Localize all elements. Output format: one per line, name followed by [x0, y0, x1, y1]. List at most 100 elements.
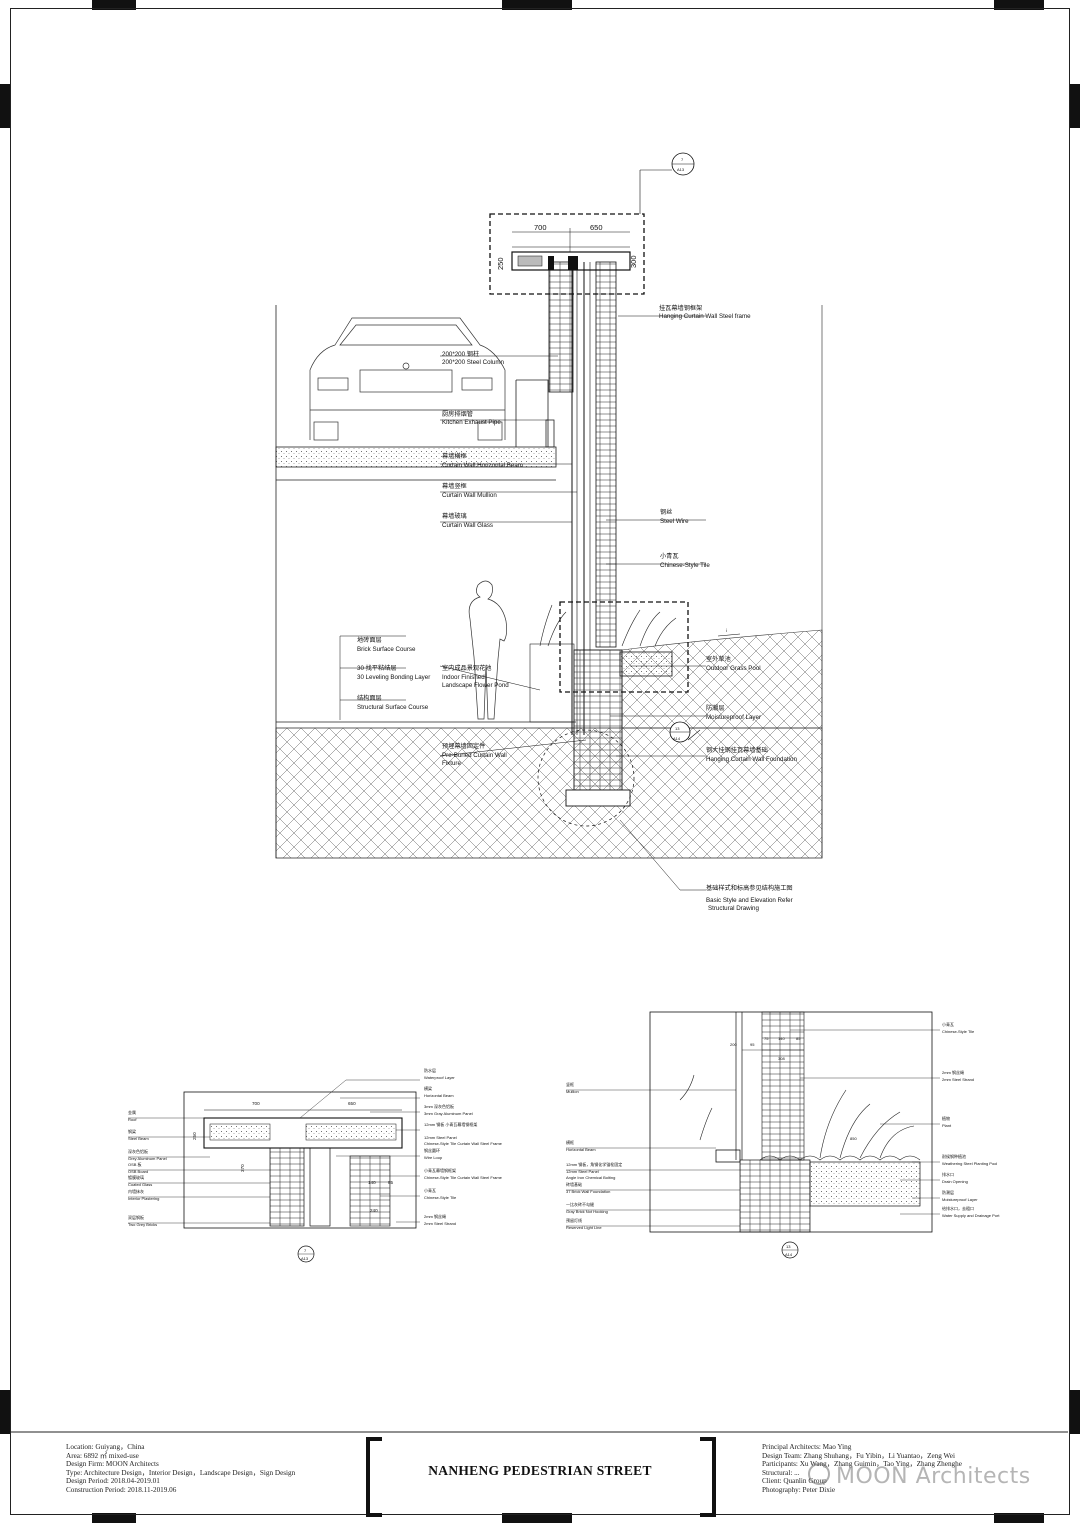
label-en: OSB Board [128, 1169, 148, 1174]
dim-650: 650 [348, 1101, 356, 1106]
label-cn: 排水口 [942, 1171, 954, 1177]
label-cn: 钢大挂钢挂瓦幕墙基础 [706, 746, 768, 754]
info-construction-period: Construction Period: 2018.11-2019.06 [66, 1485, 177, 1494]
corner-mark-bottom-left [92, 1513, 136, 1523]
label-en: Fixture [442, 760, 461, 767]
label-en: Moistureproof Layer [942, 1197, 978, 1202]
label-cn: 深灰色铝板 [128, 1148, 148, 1154]
label-cn: 小青瓦 [942, 1021, 954, 1027]
dim-75: 75 [764, 1036, 769, 1041]
label-cn: 厨房排烟管 [442, 410, 473, 418]
label-en: 12mm Steel Panel [566, 1169, 599, 1174]
info-type: Type: Architecture Design，Interior Desig… [66, 1468, 296, 1477]
label-cn: 室外草池 [706, 655, 731, 663]
callout-right-num: 13 [786, 1244, 791, 1249]
detail-left-labels: 金属 Roof 钢梁 Steel Beam 深灰色铝板 Grey Aluminu… [128, 1067, 503, 1227]
project-info-right: Principal Architects: Mao Ying Design Te… [762, 1443, 962, 1495]
label-en: Curtain Wall Mullion [442, 492, 497, 499]
ground-hatch [275, 727, 823, 859]
detail-box-top [489, 213, 645, 295]
dim-370: 370 [240, 1164, 245, 1172]
label-en: Coated Glass [128, 1182, 152, 1187]
label-en: Structural Surface Course [357, 704, 429, 711]
label-cn: 基础样式和标高参见结构施工图 [706, 884, 793, 892]
label-cn: 预留灯线 [566, 1217, 582, 1223]
label-cn: 12mm 钢板 小青瓦幕墙钢框架 [424, 1121, 477, 1127]
callout-left-num: 7 [304, 1248, 307, 1253]
corner-mark-top-mid-left [502, 0, 572, 10]
label-cn: 地砖面层 [357, 636, 382, 644]
info-design-period: Design Period: 2018.04-2019.01 [66, 1477, 160, 1486]
label-en: Landscape Flower Pond [442, 682, 509, 689]
info-photography: Photography: Peter Dixie [762, 1485, 836, 1494]
tile-curtain-wall [595, 261, 617, 648]
label-en: Wire Loop [424, 1155, 443, 1160]
person-silhouette [468, 580, 508, 720]
brick-foundation [573, 649, 623, 791]
dim-140: 140 [778, 1036, 785, 1041]
info-area: Area: 6892 ㎡ mixed-use [66, 1451, 139, 1460]
sheet-border [10, 8, 1070, 1515]
label-en: Reserved Light Line [566, 1225, 602, 1230]
label-cn: 小青瓦 [424, 1187, 436, 1193]
dim-700: 700 [534, 223, 547, 232]
corner-mark-left-bottom [0, 1390, 10, 1434]
label-en: Gray Brick Not Hooking [566, 1209, 608, 1214]
title-bracket-right [700, 1437, 716, 1517]
label-en: Basic Style and Elevation Refer [706, 897, 793, 904]
label-en: Waterproof Layer [424, 1075, 455, 1080]
label-en: Curtain Wall Horizontal Beam [442, 462, 523, 469]
leader-lines [339, 315, 706, 891]
detail-right-labels: 竖框 Mullion 横框 Horizontal Beam 12mm 钢板，角钢… [566, 1021, 1000, 1230]
dim-200: 200 [730, 1042, 737, 1047]
label-en: 30 Leveling Bonding Layer [357, 674, 430, 681]
label-en: Indoor Finished [442, 674, 485, 681]
label-cn: 砖墙基础 [566, 1181, 582, 1187]
label-en: Roof [128, 1117, 137, 1122]
main-section-drawing: 700 650 250 300 7 A13 i 13 A14 [275, 152, 823, 912]
label-en: Chinese-Style Tile [424, 1195, 457, 1200]
label-en: 2mm Steel Strand [942, 1077, 974, 1082]
callout-bottom-num: 13 [675, 726, 680, 731]
label-en: Drain Opening [942, 1179, 968, 1184]
label-cn: 防潮层 [706, 704, 725, 712]
label-cn: 钢梁 [128, 1128, 136, 1134]
label-cn: 金属 [128, 1109, 136, 1115]
label-cn: 耐候钢种植池 [942, 1153, 966, 1159]
label-en: Two Grey Bricks [128, 1222, 157, 1227]
label-cn: 横梁 [424, 1085, 432, 1091]
label-en: Outdoor Grass Pool [706, 665, 761, 672]
steel-column [548, 261, 574, 393]
label-en: Curtain Wall Glass [442, 522, 493, 529]
label-cn: 幕墙竖框 [442, 482, 467, 490]
foundation-detail-circle [537, 729, 635, 827]
indoor-flower-pond [529, 643, 575, 723]
label-en: Steel Beam [128, 1136, 149, 1141]
label-cn: 3mm 深灰色铝板 [424, 1103, 454, 1109]
dim-85: 85 [796, 1036, 801, 1041]
label-en: 3mm Gray Aluminum Panel [424, 1111, 473, 1116]
label-cn: 结构面层 [357, 694, 382, 702]
label-cn: 竖框 [566, 1081, 574, 1087]
label-en: Structural Drawing [708, 905, 759, 912]
info-design-team: Design Team: Zhang Shuhang，Fu Yibin，Li Y… [762, 1451, 955, 1460]
wechat-icon [808, 1463, 830, 1485]
label-cn: 2mm 钢丝绳 [424, 1213, 446, 1219]
label-cn: 钢丝圆环 [424, 1147, 440, 1153]
callout-right-sheet: A14 [785, 1252, 793, 1257]
label-en: Chinese-Style Tile [942, 1029, 975, 1034]
dim-700: 700 [252, 1101, 260, 1106]
main-labels: 挂瓦幕墙钢框架 Hanging Curtain Wall Steel frame… [357, 304, 797, 912]
corner-mark-top-right [994, 0, 1044, 10]
label-en: Plant [942, 1123, 952, 1128]
label-en: Angle Iron Chemical Bolting [566, 1175, 615, 1180]
label-en: Grey Aluminum Panel [128, 1156, 167, 1161]
callout-top-num: 7 [681, 157, 684, 162]
label-cn: OSB 板 [128, 1161, 142, 1167]
label-cn: 植物 [942, 1115, 950, 1121]
watermark-text: MOON Architects [836, 1464, 1031, 1489]
label-en: 12mm Steel Panel [424, 1135, 457, 1140]
detail-right-drawing: 200 95 75 140 85 308 850 竖框 Mullion 横框 H… [566, 1011, 1000, 1259]
label-cn: 给排水口，去粗口 [942, 1205, 974, 1211]
